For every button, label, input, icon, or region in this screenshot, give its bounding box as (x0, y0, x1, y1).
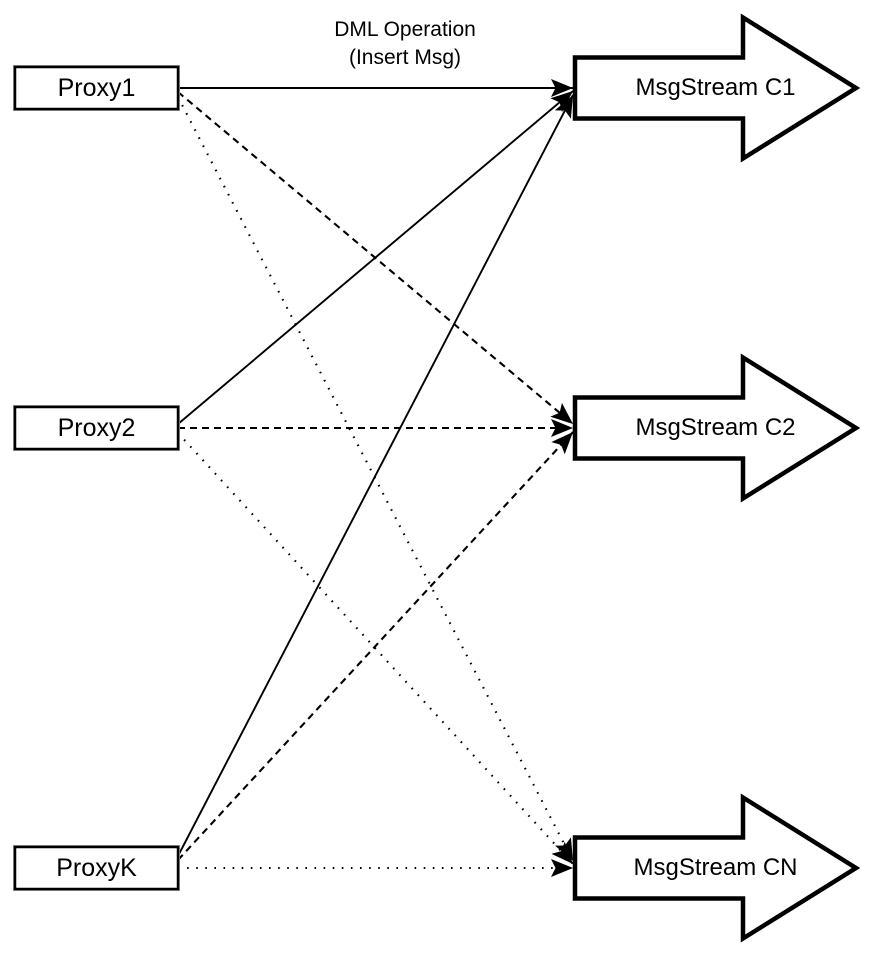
edge-proxyk-msgstream-c1 (177, 94, 574, 857)
proxy2-box-halo (13, 405, 180, 451)
msgstream-c2-arrow (572, 353, 861, 503)
msgstream-c1-arrow (572, 13, 861, 163)
proxyk-box-halo (13, 845, 180, 891)
edge-proxy1-msgstream-cn (177, 96, 574, 862)
msgstream-cn-arrow (572, 793, 861, 943)
edge-proxyk-msgstream-c2 (177, 431, 574, 861)
edge-proxy1-msgstream-c2 (177, 91, 574, 425)
proxy2-box (13, 405, 180, 451)
proxy1-box (13, 65, 180, 111)
proxy1-box-halo (13, 65, 180, 111)
edge-proxy2-msgstream-cn (177, 432, 574, 865)
proxyk-box (13, 845, 180, 891)
